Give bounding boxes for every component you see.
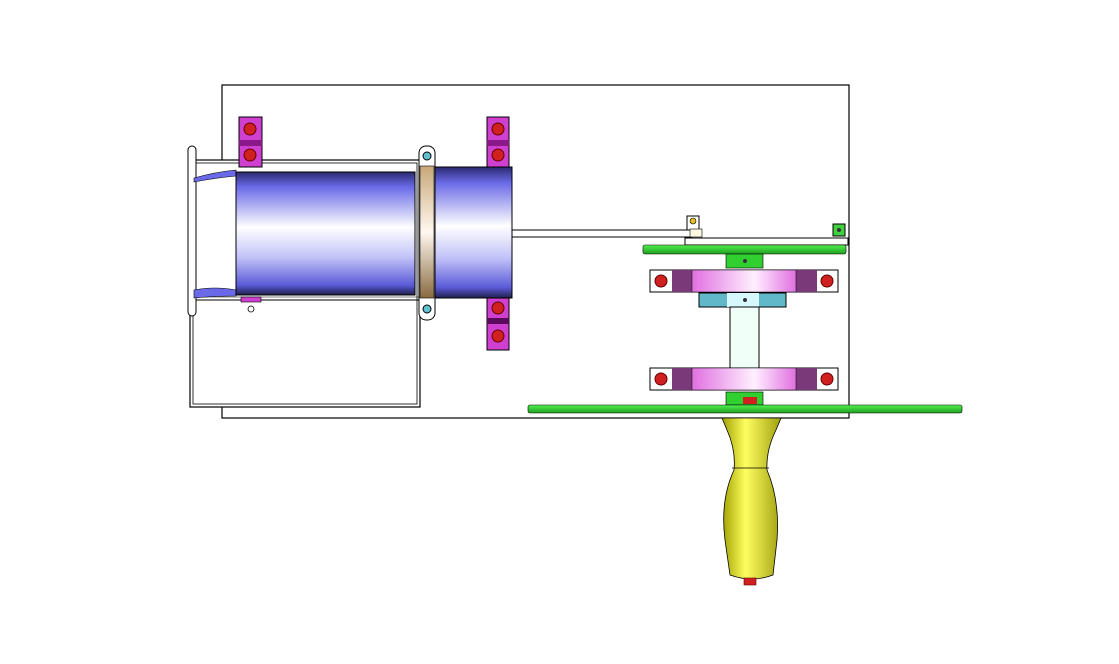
upper-bearing <box>649 269 839 293</box>
handle <box>721 417 782 586</box>
gear-cylinder <box>434 166 513 299</box>
upper-disk <box>642 244 847 255</box>
lower-hub <box>725 391 764 406</box>
lower-bearing <box>649 367 839 391</box>
lower-disk <box>527 404 963 414</box>
rail <box>684 237 849 246</box>
upper-hub <box>725 253 764 269</box>
screw-icon <box>422 304 432 314</box>
collar <box>698 292 787 308</box>
clamp-bottom-left <box>240 296 262 303</box>
motor-cylinder <box>235 171 416 296</box>
clamp-top-left <box>238 116 263 168</box>
green-pin <box>832 223 846 237</box>
connecting-rod <box>511 229 693 238</box>
screw-icon <box>422 151 432 161</box>
clamp-top-right <box>486 116 510 168</box>
shaft <box>729 306 760 369</box>
clamp-bottom-right <box>486 297 510 351</box>
flange <box>418 145 436 321</box>
yellow-pin <box>686 215 703 238</box>
